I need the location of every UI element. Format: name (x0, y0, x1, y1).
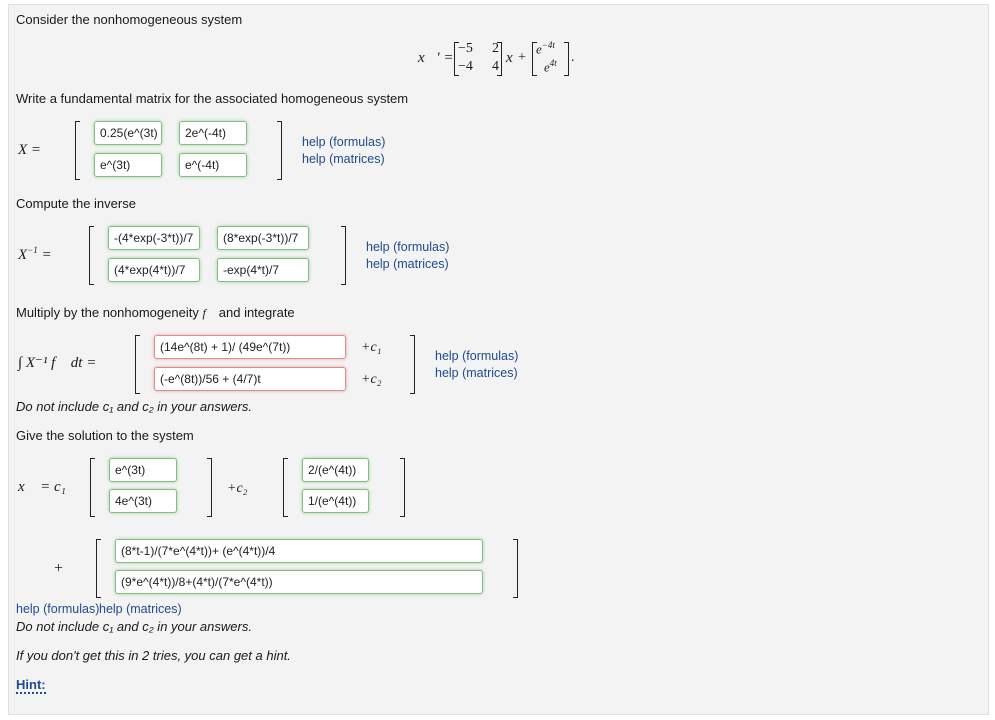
fundamental-prompt: Write a fundamental matrix for the assoc… (16, 91, 409, 106)
integral-cell-2[interactable]: (-e^(8t))/56 + (4/7)t (154, 367, 346, 391)
system-lhs: x⃗′ = (418, 50, 454, 66)
hint-link[interactable]: Hint: (16, 677, 46, 694)
solution-vec1-bracket-right (207, 458, 212, 517)
intro-text: Consider the nonhomogeneous system (16, 12, 243, 27)
solution-particular-cell-1[interactable]: (8*t-1)/(7*e^(4*t))+ (e^(4*t))/4 (115, 539, 483, 563)
solution-plus: + (54, 560, 64, 577)
inverse-help-matrices-link[interactable]: help (matrices) (366, 257, 449, 271)
inverse-bracket-left (89, 226, 94, 285)
solution-vec1-bracket-left (90, 458, 95, 517)
system-equation: x⃗′ = −5 2 −4 4 x⃗ + e−4t e4t . (418, 40, 575, 76)
solution-vec1-cell-1[interactable]: e^(3t) (109, 458, 177, 482)
solution-vec1-cell-2[interactable]: 4e^(3t) (109, 489, 177, 513)
solution-prompt: Give the solution to the system (16, 428, 194, 443)
solution-particular-bracket-left (96, 539, 101, 598)
tries-note: If you don't get this in 2 tries, you ca… (16, 648, 291, 663)
f-vector-symbol: f⃗ (202, 306, 216, 320)
integral-note: Do not include c₁ and c₂ in your answers… (16, 399, 252, 414)
solution-vec2-bracket-right (400, 458, 405, 517)
integral-label: ∫ X⁻¹ f⃗ dt = (18, 355, 97, 371)
integral-const-c2: +c₂ (361, 372, 382, 387)
solution-particular-bracket-right (513, 539, 518, 598)
inverse-help-formulas-link[interactable]: help (formulas) (366, 240, 450, 254)
fundamental-cell-1-1[interactable]: 0.25(e^(3t) (94, 121, 162, 145)
solution-particular-cell-2[interactable]: (9*e^(4*t))/8+(4*t)/(7*e^(4*t)) (115, 570, 483, 594)
inverse-bracket-right (341, 226, 346, 285)
solution-label: x⃗ = c₁ (18, 479, 66, 495)
integral-help-formulas-link[interactable]: help (formulas) (435, 349, 519, 363)
fundamental-bracket-left (75, 121, 80, 180)
fundamental-help-formulas-link[interactable]: help (formulas) (302, 135, 386, 149)
inverse-cell-2-1[interactable]: (4*exp(4*t))/7 (108, 258, 200, 282)
fundamental-help-matrices-link[interactable]: help (matrices) (302, 152, 385, 166)
integral-const-c1: +c₁ (361, 340, 382, 355)
problem-panel (8, 4, 989, 715)
integral-bracket-left (135, 335, 140, 394)
inverse-cell-2-2[interactable]: -exp(4*t)/7 (217, 258, 309, 282)
integral-cell-1[interactable]: (14e^(8t) + 1)/ (49e^(7t)) (154, 335, 346, 359)
solution-vec2-cell-1[interactable]: 2/(e^(4t)) (302, 458, 369, 482)
inverse-label: X−1 = (18, 245, 52, 263)
solution-c2: +c₂ (227, 481, 248, 496)
inverse-cell-1-2[interactable]: (8*exp(-3*t))/7 (217, 226, 309, 250)
fundamental-cell-2-1[interactable]: e^(3t) (94, 153, 162, 177)
fundamental-bracket-right (277, 121, 282, 180)
inverse-cell-1-1[interactable]: -(4*exp(-3*t))/7 (108, 226, 200, 250)
solution-help-matrices-link[interactable]: help (matrices) (99, 602, 182, 616)
solution-note: Do not include c₁ and c₂ in your answers… (16, 619, 252, 634)
solution-help-formulas-link[interactable]: help (formulas) (16, 602, 100, 616)
integral-help-matrices-link[interactable]: help (matrices) (435, 366, 518, 380)
fundamental-cell-2-2[interactable]: e^(-4t) (179, 153, 247, 177)
solution-vec2-cell-2[interactable]: 1/(e^(4t)) (302, 489, 369, 513)
solution-vec2-bracket-left (283, 458, 288, 517)
fundamental-label: X = (18, 142, 42, 158)
integral-prompt: Multiply by the nonhomogeneity f⃗ and in… (16, 305, 295, 320)
fundamental-cell-1-2[interactable]: 2e^(-4t) (179, 121, 247, 145)
inverse-prompt: Compute the inverse (16, 196, 136, 211)
integral-bracket-right (410, 335, 415, 394)
